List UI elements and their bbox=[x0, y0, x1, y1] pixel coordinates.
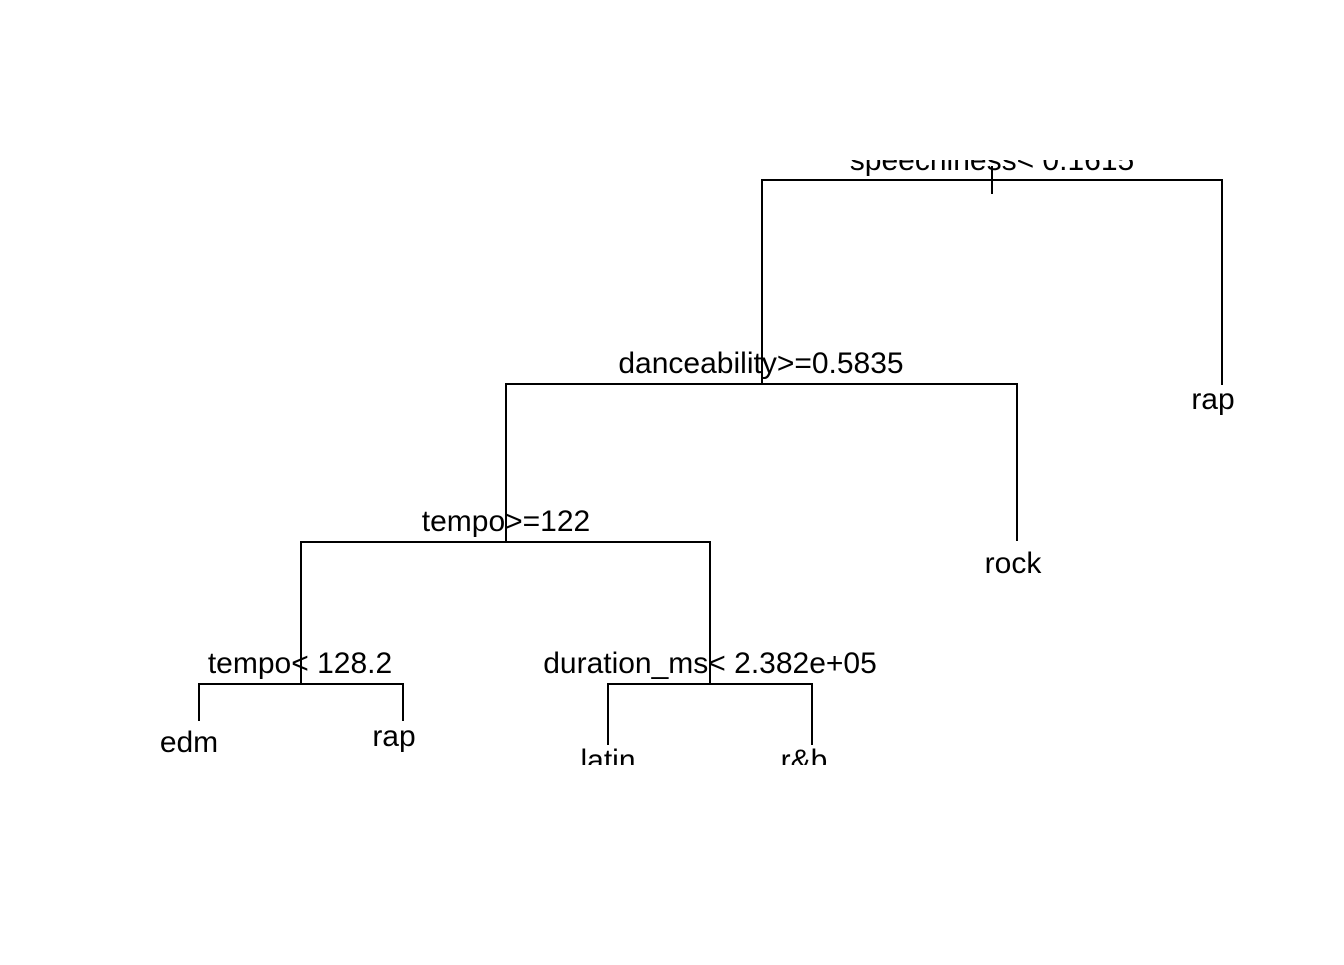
edge-tempo-lt-split bbox=[198, 683, 404, 721]
split-label-duration: duration_ms< 2.382e+05 bbox=[543, 647, 877, 680]
leaf-label-rock: rock bbox=[985, 547, 1043, 580]
split-label-danceability: danceability>=0.5835 bbox=[618, 347, 903, 380]
edge-danceability-split bbox=[505, 383, 1018, 541]
split-label-tempo-lt: tempo< 128.2 bbox=[208, 647, 392, 680]
leaf-label-rap-left: rap bbox=[372, 720, 415, 753]
split-label-speechiness: speechiness< 0.1615 bbox=[850, 144, 1134, 177]
edge-root-split bbox=[761, 179, 1223, 385]
edge-duration-split bbox=[607, 683, 813, 745]
split-label-tempo-ge: tempo>=122 bbox=[422, 505, 590, 538]
leaf-label-latin: latin bbox=[580, 744, 635, 777]
leaf-label-rnb: r&b bbox=[781, 744, 828, 777]
tree-edges bbox=[198, 166, 1223, 745]
edge-tempo-ge-split bbox=[300, 541, 711, 684]
leaf-label-rap-right: rap bbox=[1191, 383, 1234, 416]
leaf-label-edm: edm bbox=[160, 726, 218, 759]
